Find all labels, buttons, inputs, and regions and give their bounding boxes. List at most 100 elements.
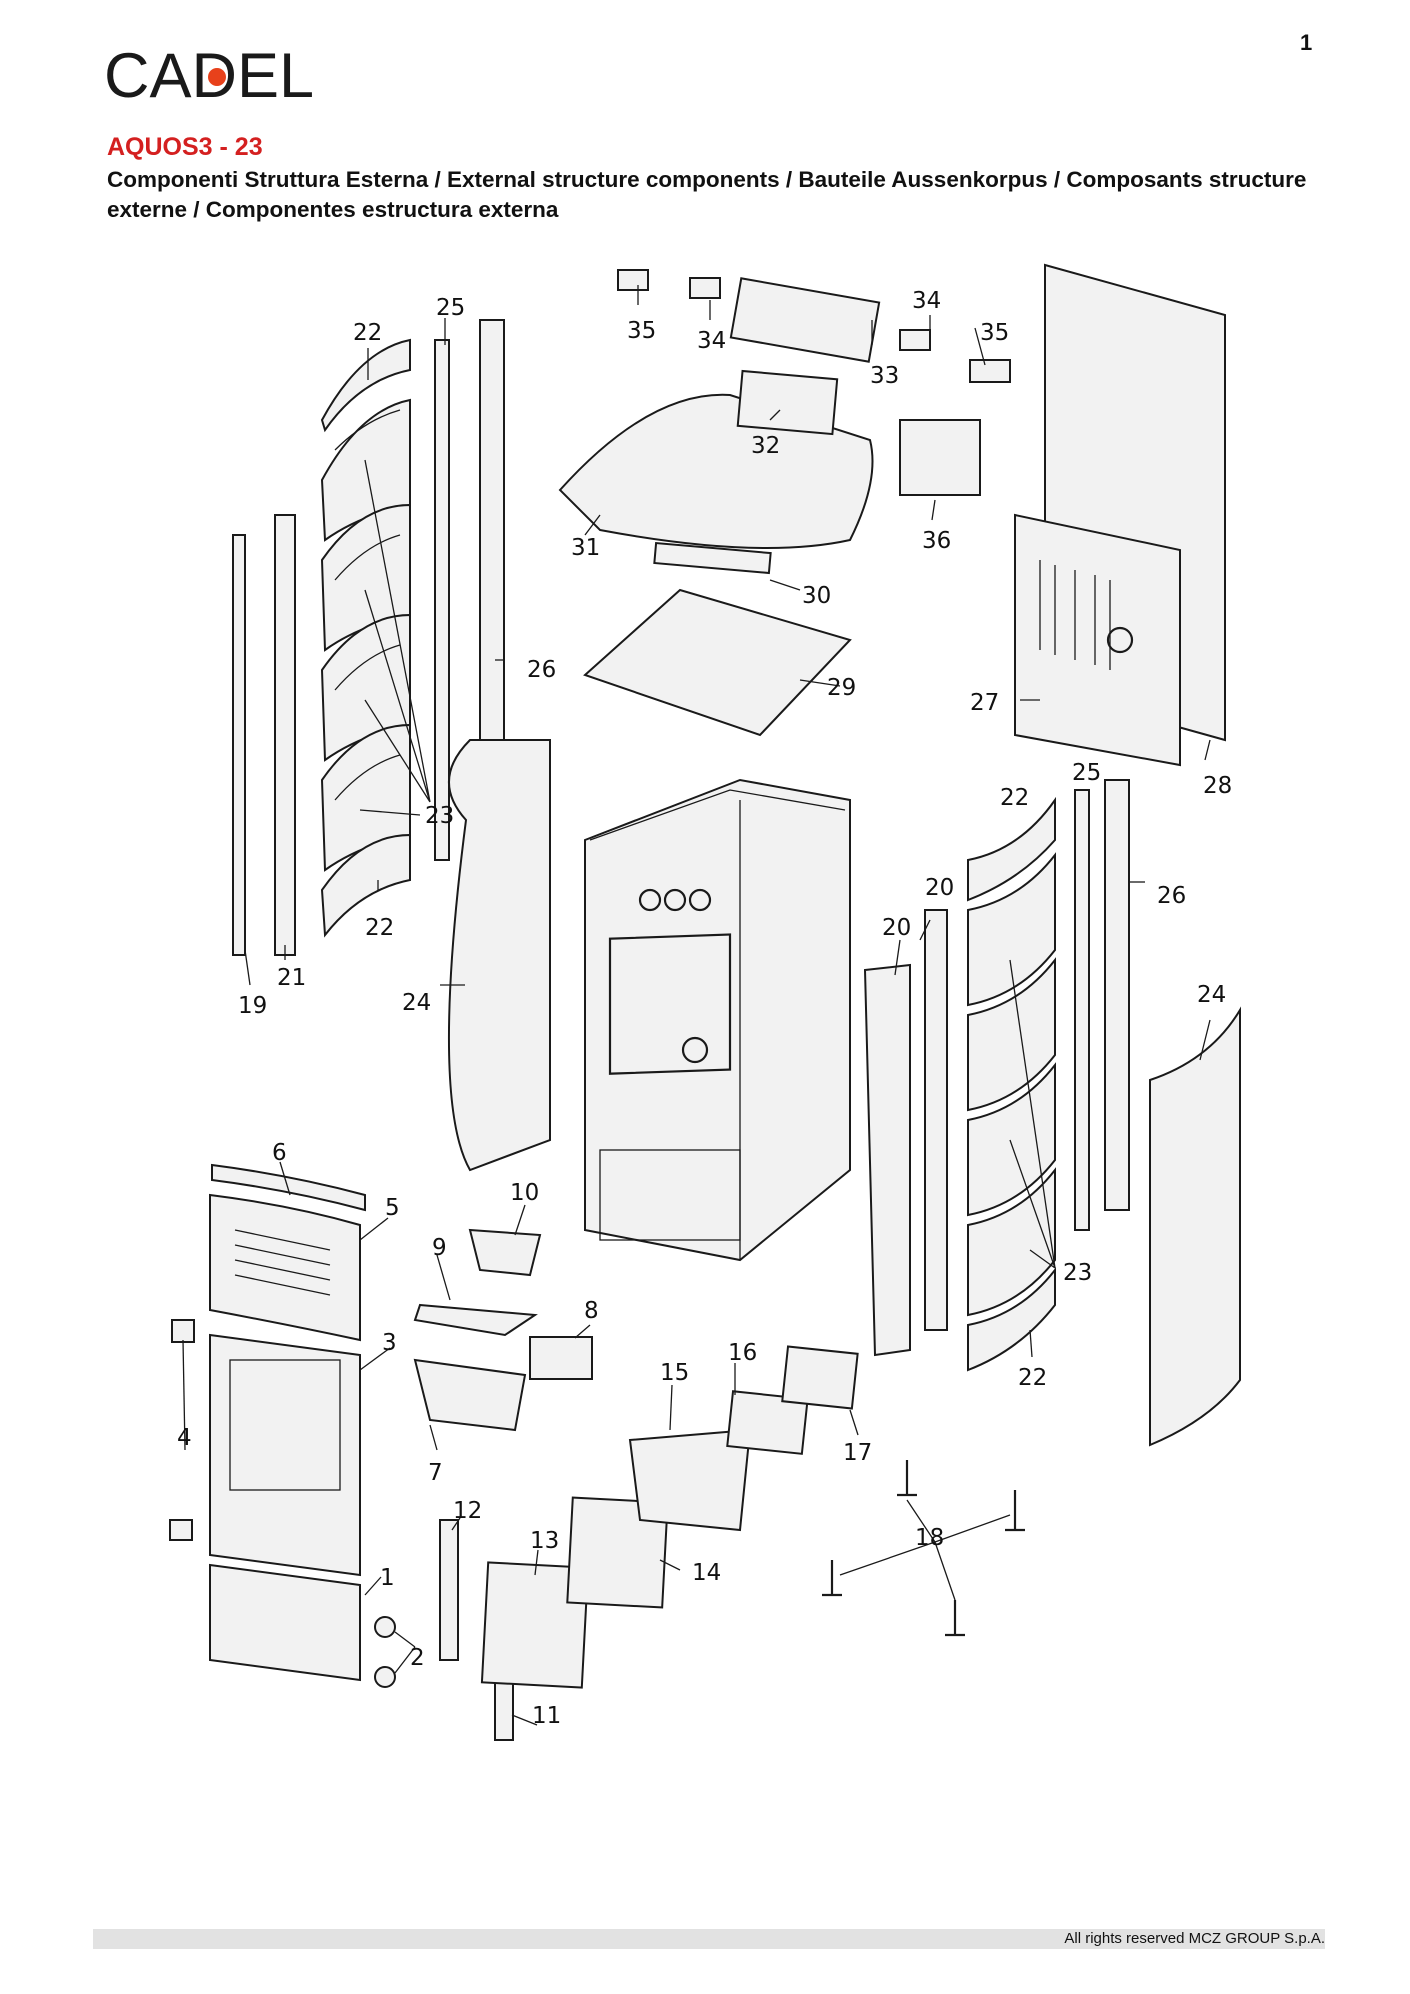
top-hinge-34a <box>689 277 721 299</box>
left-strip-19 <box>232 534 246 956</box>
label-part-1: 1 <box>380 1565 395 1591</box>
top-bracket-35b <box>969 359 1011 383</box>
label-part-26-right: 26 <box>1157 883 1186 909</box>
glass-frame-8 <box>529 1336 593 1380</box>
stove-body <box>584 778 851 1262</box>
label-part-3: 3 <box>382 1330 397 1356</box>
label-part-6: 6 <box>272 1140 287 1166</box>
footer-bar <box>93 1929 1325 1949</box>
hinge-4-bottom <box>169 1519 193 1541</box>
label-part-9: 9 <box>432 1235 447 1261</box>
label-part-22-top: 22 <box>353 320 382 346</box>
right-rail-26 <box>1104 779 1130 1211</box>
top-seal-30 <box>653 541 772 575</box>
plate-16 <box>726 1390 809 1455</box>
page-number: 1 <box>1300 30 1313 55</box>
knob-2a <box>374 1616 396 1638</box>
left-rail-25 <box>434 339 450 861</box>
top-plate-29 <box>583 588 852 737</box>
door-frame-14 <box>566 1496 669 1609</box>
label-part-29: 29 <box>827 675 856 701</box>
top-bracket-35a <box>617 269 649 291</box>
tray-15 <box>628 1428 752 1532</box>
label-part-23-left: 23 <box>425 803 454 829</box>
grate-9 <box>413 1303 538 1337</box>
label-part-14: 14 <box>692 1560 721 1586</box>
label-part-20-left: 20 <box>882 915 911 941</box>
front-door-3 <box>209 1333 361 1577</box>
handle-11 <box>494 1679 514 1741</box>
hinge-4-top <box>171 1319 195 1343</box>
top-hinge-34b <box>899 329 931 351</box>
label-part-8: 8 <box>584 1298 599 1324</box>
label-part-27: 27 <box>970 690 999 716</box>
rear-grille-slots <box>1039 560 1134 670</box>
label-part-35-right: 35 <box>980 320 1009 346</box>
top-frame-36 <box>899 419 981 496</box>
label-part-28: 28 <box>1203 773 1232 799</box>
label-part-30: 30 <box>802 583 831 609</box>
label-part-2: 2 <box>410 1645 425 1671</box>
label-part-22-bottom: 22 <box>365 915 394 941</box>
cadel-logo: CADEL <box>104 41 314 110</box>
door-panel-13 <box>480 1561 590 1689</box>
bracket-12 <box>439 1519 459 1661</box>
top-gasket-32 <box>736 369 839 436</box>
label-part-20-right: 20 <box>925 875 954 901</box>
exploded-parts-diagram: 1 2 3 4 5 6 7 8 9 10 11 12 13 14 15 16 1… <box>169 263 1241 1741</box>
lower-door-1 <box>209 1563 361 1682</box>
label-part-16: 16 <box>728 1340 757 1366</box>
label-part-25-right: 25 <box>1072 760 1101 786</box>
label-part-24-left: 24 <box>402 990 431 1016</box>
label-part-25-left: 25 <box>436 295 465 321</box>
front-grille-5 <box>209 1193 361 1342</box>
label-part-13: 13 <box>530 1528 559 1554</box>
footer-copyright: All rights reserved MCZ GROUP S.p.A. <box>1064 1930 1325 1947</box>
left-bracket-21 <box>274 514 296 956</box>
rear-grille-27 <box>1014 513 1181 767</box>
label-part-19: 19 <box>238 993 267 1019</box>
label-part-22-right-bottom: 22 <box>1018 1365 1047 1391</box>
label-part-18: 18 <box>915 1525 944 1551</box>
label-part-7: 7 <box>428 1460 443 1486</box>
right-side-panel-slats <box>967 796 1056 1372</box>
label-part-24-right: 24 <box>1197 982 1226 1008</box>
top-cover-31 <box>558 393 874 549</box>
right-rail-25 <box>1074 789 1090 1231</box>
label-part-35-left: 35 <box>627 318 656 344</box>
knob-2b <box>374 1666 396 1688</box>
label-part-17: 17 <box>843 1440 872 1466</box>
burn-pot-10 <box>468 1228 542 1277</box>
label-part-4: 4 <box>177 1425 192 1451</box>
label-part-31: 31 <box>571 535 600 561</box>
foot-18d <box>945 1600 965 1637</box>
front-trim-6 <box>211 1163 366 1212</box>
foot-18a <box>897 1460 917 1497</box>
frame-17 <box>781 1345 859 1410</box>
logo-dot <box>208 68 226 86</box>
foot-18b <box>1005 1490 1025 1532</box>
label-part-23-right: 23 <box>1063 1260 1092 1286</box>
label-part-12: 12 <box>453 1498 482 1524</box>
label-part-21: 21 <box>277 965 306 991</box>
label-part-22-right-top: 22 <box>1000 785 1029 811</box>
right-side-curved-panel-24 <box>1149 1006 1241 1447</box>
page-subtitle: Componenti Struttura Esterna / External … <box>107 167 1307 222</box>
top-lid-33 <box>729 277 881 363</box>
label-part-36: 36 <box>922 528 951 554</box>
left-side-curved-panel-24 <box>447 739 551 1172</box>
label-part-5: 5 <box>385 1195 400 1221</box>
label-part-32: 32 <box>751 433 780 459</box>
label-part-26-left: 26 <box>527 657 556 683</box>
foot-18c <box>822 1560 842 1597</box>
leader-lines <box>182 285 1211 1726</box>
left-side-panel-slats <box>320 338 411 938</box>
label-part-11: 11 <box>532 1703 561 1729</box>
right-bracket-20a <box>924 909 948 1331</box>
label-part-33: 33 <box>870 363 899 389</box>
label-part-34-right: 34 <box>912 288 941 314</box>
ash-pan-7 <box>413 1358 527 1432</box>
part-number-labels: 1 2 3 4 5 6 7 8 9 10 11 12 13 14 15 16 1… <box>177 288 1232 1729</box>
label-part-34-left: 34 <box>697 328 726 354</box>
label-part-10: 10 <box>510 1180 539 1206</box>
